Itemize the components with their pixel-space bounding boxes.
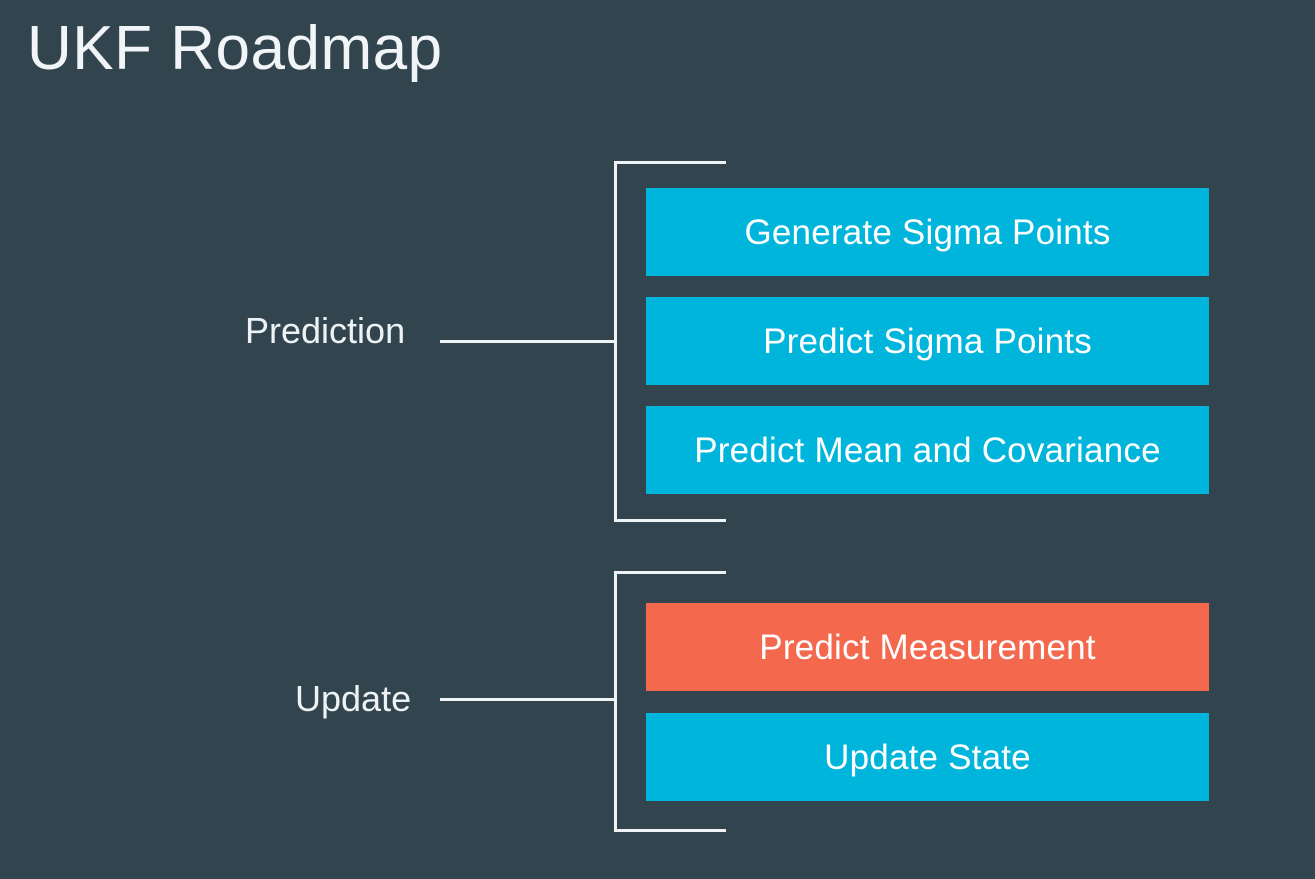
step-label-update-state: Update State <box>824 737 1031 777</box>
step-box-predict-measurement[interactable]: Predict Measurement <box>646 603 1209 691</box>
step-box-predict-sigma-points[interactable]: Predict Sigma Points <box>646 297 1209 385</box>
connector-line-prediction <box>440 340 617 343</box>
step-label-generate-sigma-points: Generate Sigma Points <box>744 212 1111 252</box>
group-label-prediction: Prediction <box>245 310 406 351</box>
bracket-update-arm-top <box>614 571 726 574</box>
bracket-prediction-arm-bottom <box>614 519 726 522</box>
step-box-generate-sigma-points[interactable]: Generate Sigma Points <box>646 188 1209 276</box>
step-box-predict-mean-and-covariance[interactable]: Predict Mean and Covariance <box>646 406 1209 494</box>
connector-line-update <box>440 698 617 701</box>
step-box-update-state[interactable]: Update State <box>646 713 1209 801</box>
group-label-update: Update <box>295 678 412 719</box>
page-title: UKF Roadmap <box>27 14 443 83</box>
step-label-predict-mean-and-covariance: Predict Mean and Covariance <box>694 430 1161 470</box>
step-label-predict-sigma-points: Predict Sigma Points <box>763 321 1092 361</box>
step-label-predict-measurement: Predict Measurement <box>759 627 1096 667</box>
bracket-update-arm-bottom <box>614 829 726 832</box>
bracket-prediction-arm-top <box>614 161 726 164</box>
bracket-update-stem <box>614 571 617 832</box>
